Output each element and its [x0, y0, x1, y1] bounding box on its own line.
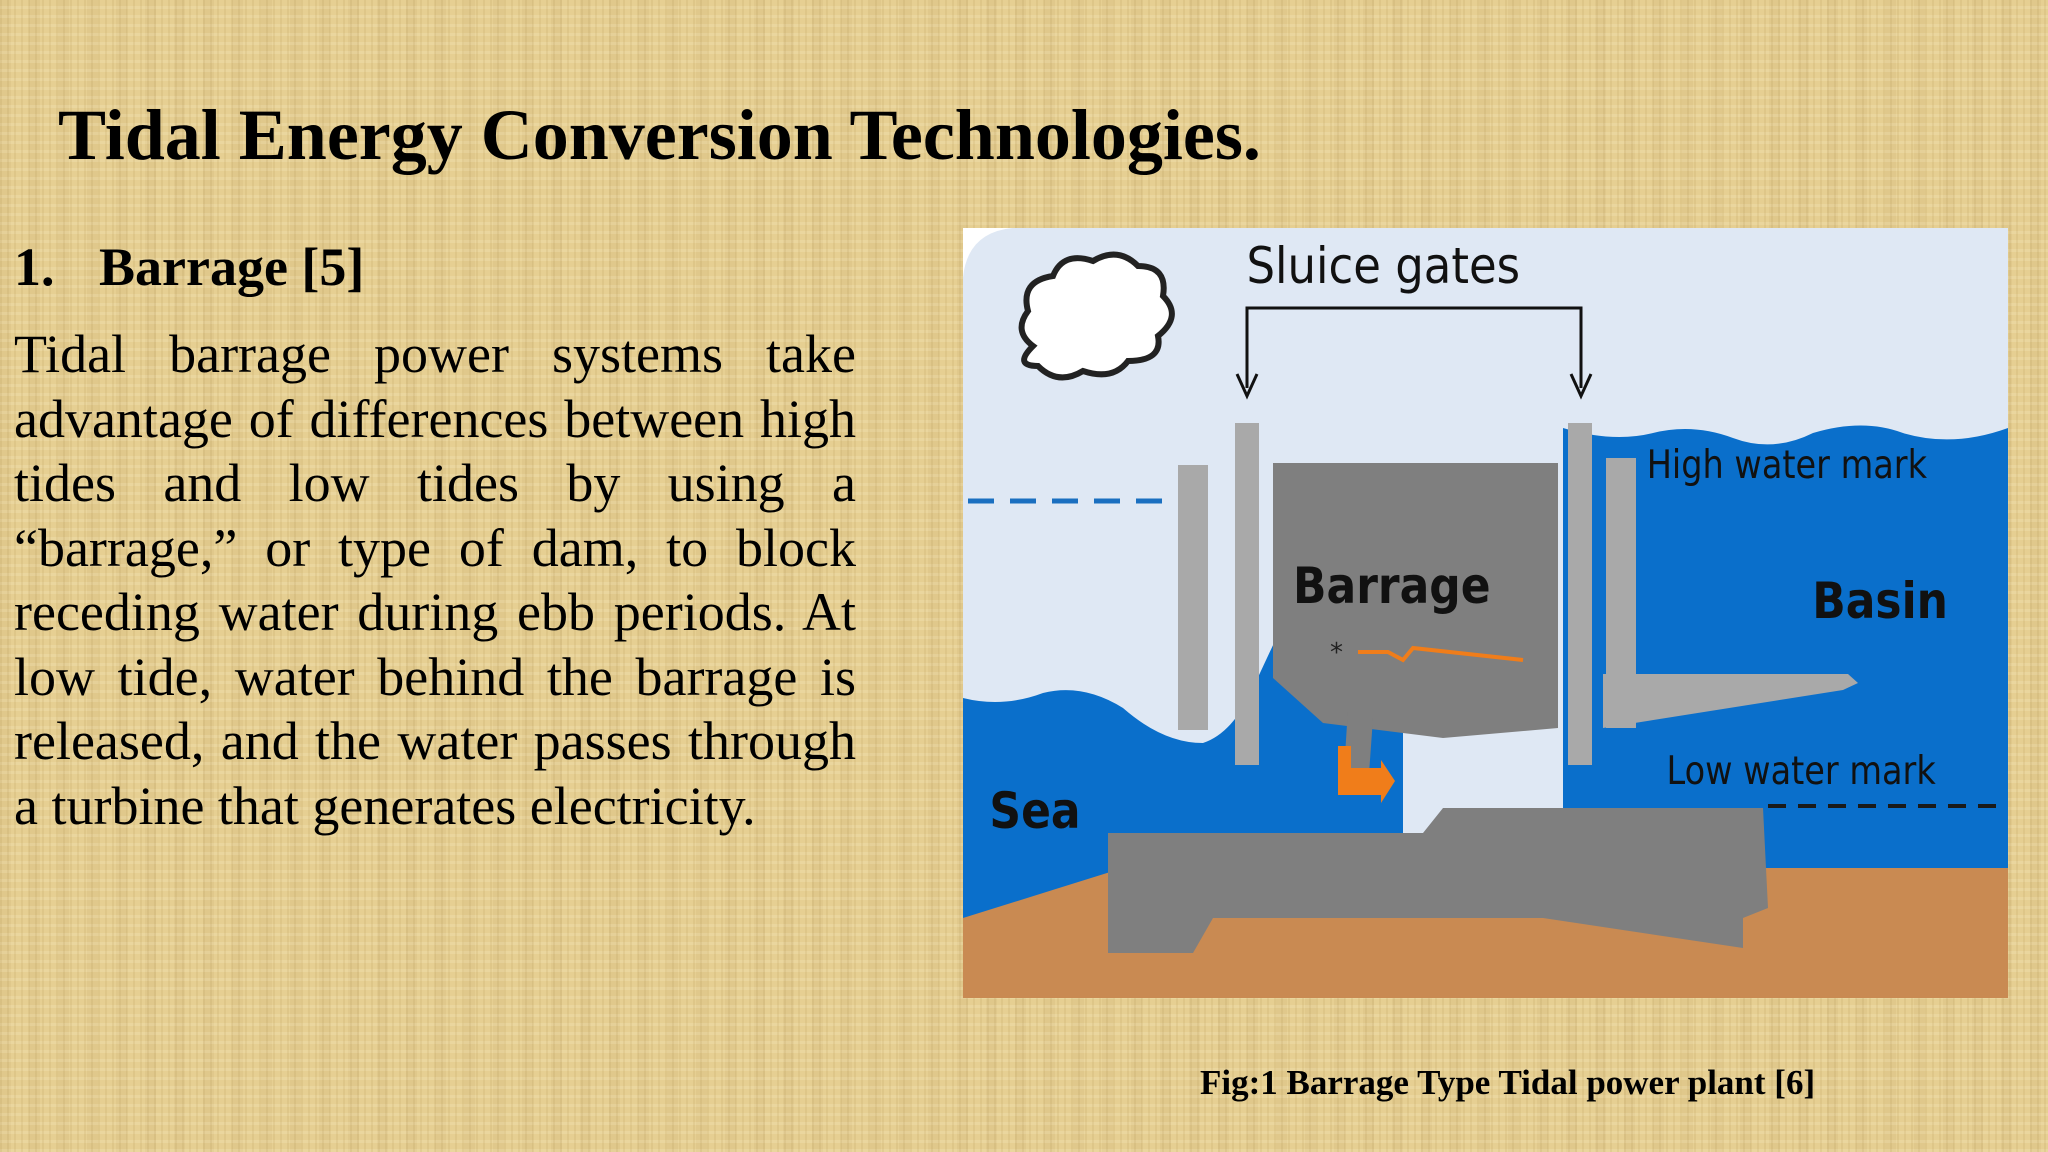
basin-ledge — [1603, 674, 1858, 728]
cloud-icon — [1018, 251, 1175, 381]
barrage-foundation — [1108, 808, 1768, 953]
sluice-gate-left — [1235, 423, 1259, 765]
sluice-bracket — [1245, 306, 1583, 388]
sluice-gate-right-outer — [1606, 458, 1636, 728]
flow-arrow — [1338, 746, 1395, 803]
slide-title: Tidal Energy Conversion Technologies. — [58, 95, 1261, 175]
label-sea: Sea — [989, 782, 1080, 840]
barrage-diagram: * Sluice gates High water mark Barrage B… — [963, 228, 2008, 998]
section-title: Barrage [5] — [99, 237, 365, 297]
barrage-body — [1273, 463, 1558, 738]
sluice-gate-right — [1568, 423, 1592, 765]
label-sluice-gates: Sluice gates — [1247, 238, 1521, 296]
body-paragraph: Tidal barrage power systems take advanta… — [14, 324, 856, 836]
sluice-arrowhead-left — [1235, 373, 1259, 400]
label-high-water-mark: High water mark — [1647, 442, 1927, 488]
label-barrage: Barrage — [1293, 557, 1491, 615]
sluice-gate-left-outer — [1178, 465, 1208, 730]
section-number: 1. — [14, 237, 55, 297]
figure-caption: Fig:1 Barrage Type Tidal power plant [6] — [1200, 1063, 1816, 1102]
label-basin: Basin — [1812, 572, 1948, 630]
label-low-water-mark: Low water mark — [1666, 748, 1935, 794]
sluice-arrowhead-right — [1569, 373, 1593, 400]
section-heading: 1. Barrage [5] — [14, 236, 364, 298]
turbine-marker: * — [1330, 638, 1343, 668]
generator-line — [1358, 645, 1524, 663]
